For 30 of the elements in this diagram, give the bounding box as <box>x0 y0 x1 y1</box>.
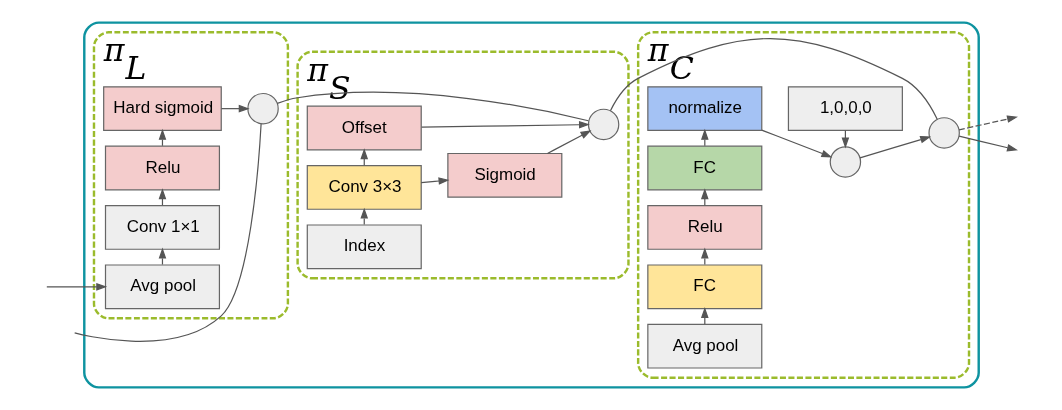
connector <box>276 91 589 122</box>
node-circle <box>246 92 279 125</box>
node-box: Avg pool <box>646 323 762 369</box>
arrow <box>45 283 107 291</box>
node-box: Sigmoid <box>446 152 562 198</box>
node-box: normalize <box>646 86 762 132</box>
connector <box>609 37 938 120</box>
node-box: Conv 3×3 <box>306 165 422 210</box>
node-box: Offset <box>306 105 422 151</box>
node-box: Hard sigmoid <box>102 86 222 132</box>
arrow <box>957 115 1018 131</box>
arrow <box>420 120 590 129</box>
node-box: Index <box>306 224 422 270</box>
arrow <box>420 177 449 185</box>
connector <box>73 123 262 342</box>
node-circle <box>927 117 960 149</box>
arrow <box>760 129 832 158</box>
node-box: Conv 1×1 <box>104 205 220 250</box>
node-box: FC <box>646 264 762 310</box>
node-box: FC <box>646 145 762 191</box>
node-box: Relu <box>646 205 762 250</box>
cluster <box>82 21 980 389</box>
node-circle <box>829 146 861 178</box>
arrow <box>546 130 591 155</box>
node-box: 1,0,0,0 <box>787 86 903 132</box>
arrow <box>858 135 931 159</box>
node-circle <box>587 108 619 141</box>
node-box: Relu <box>104 145 220 191</box>
arrow <box>957 135 1018 152</box>
node-box: Avg pool <box>104 264 220 310</box>
